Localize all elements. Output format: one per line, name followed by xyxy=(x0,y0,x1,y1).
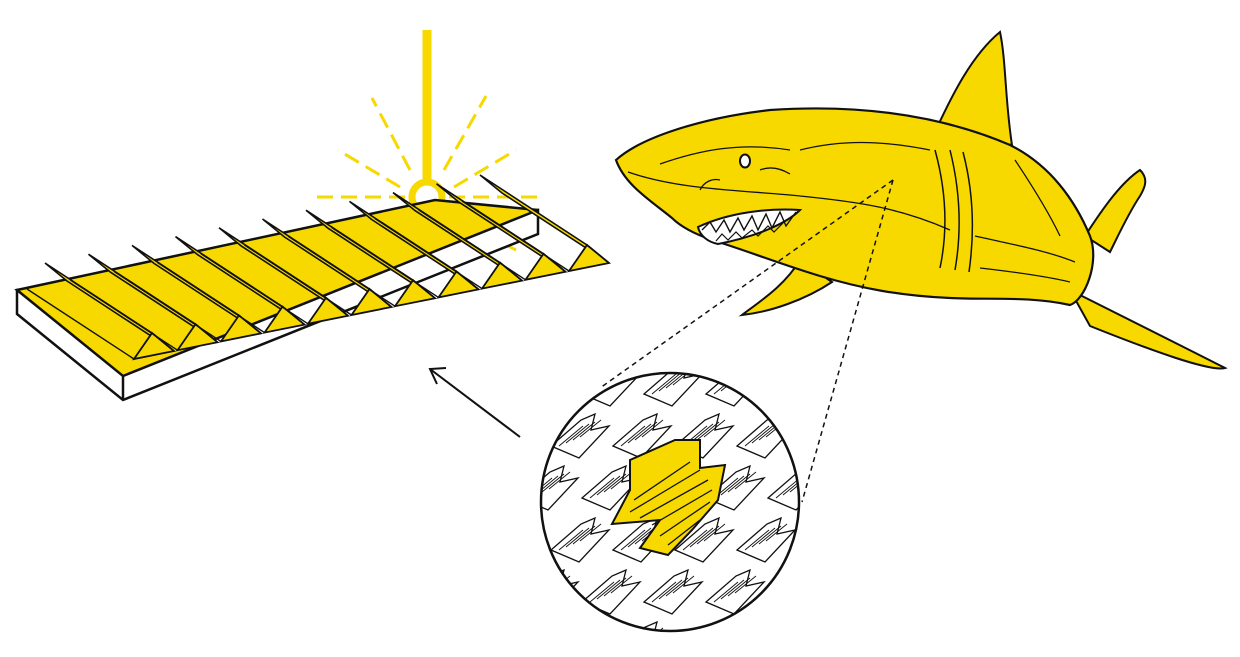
riblet-ridge-end xyxy=(569,245,609,271)
denticle-scale xyxy=(551,622,609,657)
denticle-scale xyxy=(799,518,857,562)
denticle-scale xyxy=(520,362,578,406)
denticle-scale xyxy=(861,622,919,657)
denticle-scale xyxy=(768,362,826,406)
dermal-denticles-icon xyxy=(520,362,919,657)
shark-icon xyxy=(616,32,1225,368)
denticle-scale xyxy=(861,414,919,458)
denticle-scale xyxy=(799,414,857,458)
denticle-scale xyxy=(737,622,795,657)
arrow-icon xyxy=(430,368,520,437)
riblet-ridge-end xyxy=(439,271,479,297)
riblet-ridge-end xyxy=(526,254,566,280)
riblet-surface-icon xyxy=(17,175,609,400)
denticle-scale xyxy=(830,362,888,406)
riblet-ridge-end xyxy=(482,263,522,289)
denticle-scale xyxy=(861,518,919,562)
denticle-scale xyxy=(830,570,888,614)
denticle-scale xyxy=(830,466,888,510)
denticle-scale xyxy=(799,622,857,657)
